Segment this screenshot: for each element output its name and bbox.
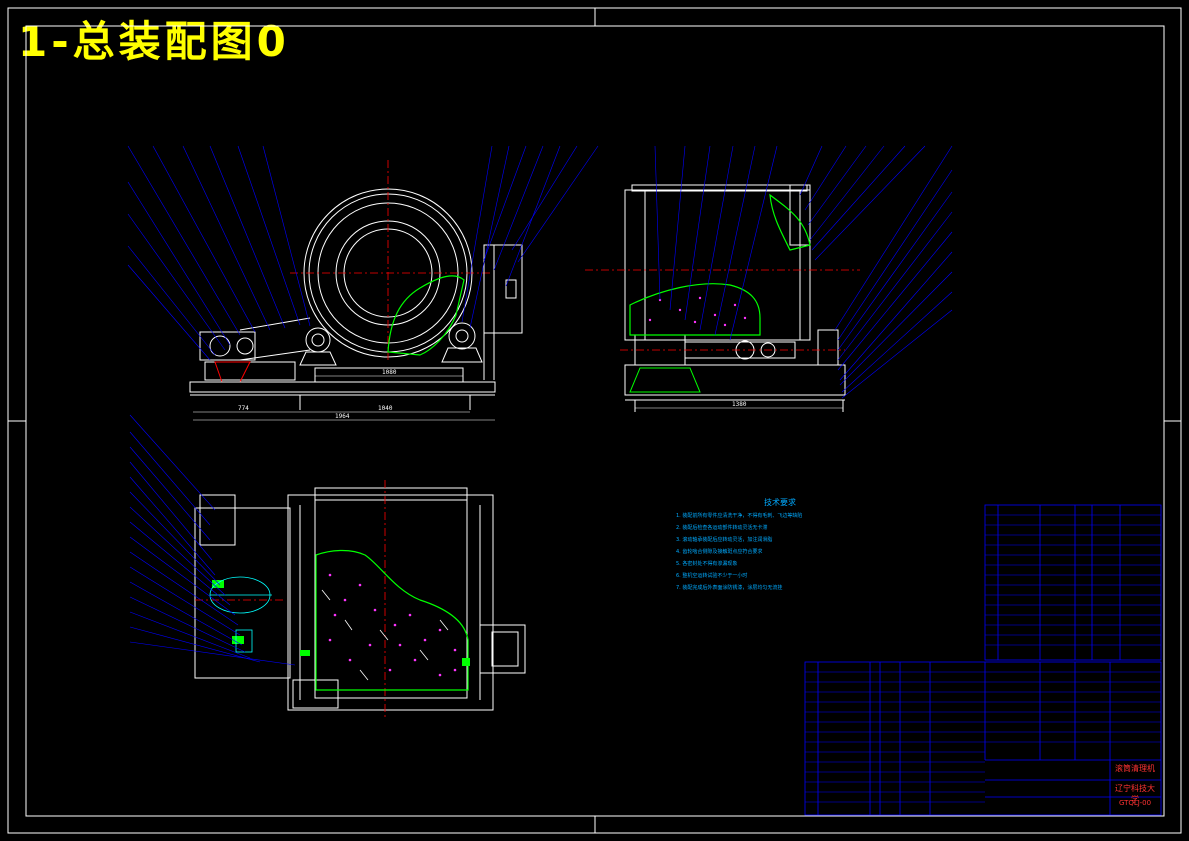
dim-front-overall: 1964 [335,413,350,420]
requirement-item: 3. 滚动轴承装配后应转动灵活，加注润滑脂 [676,537,773,543]
title-block-school: 辽宁科技大学 [1115,784,1155,804]
dim-side-overall: 1380 [732,401,747,408]
front-view: 774 1040 1964 1080 [127,145,599,421]
side-section [629,283,761,336]
drum-section [387,275,465,356]
top-leaders [129,414,296,666]
technical-requirements-heading: 技术要求 [764,498,796,507]
drawing-title: 1-总装配图0 [18,17,290,66]
requirement-item: 6. 整机空运转试验不少于一小时 [676,573,748,579]
inner-frame [25,25,1165,817]
dim-front-right: 1040 [378,405,393,412]
requirement-item: 4. 齿轮啮合侧隙及接触斑点应符合要求 [676,549,763,555]
requirement-item: 1. 装配前所有零件应清洗干净，不得有毛刺、飞边等缺陷 [676,513,803,519]
requirement-item: 2. 装配后检查各运动部件转动灵活无卡滞 [676,525,768,531]
requirement-item: 5. 各密封处不得有渗漏现象 [676,561,738,567]
top-view [129,414,526,720]
title-block-drawing-name: 滚筒清理机 [1115,764,1155,773]
top-section [315,549,469,691]
requirement-item: 7. 装配完成后外表面涂防锈漆，涂层均匀无流挂 [676,585,783,591]
side-leaders [654,145,953,399]
outer-frame [7,7,1182,834]
dim-front-left: 774 [238,405,249,412]
centering-marks [8,8,1181,833]
parts-list-rows [805,514,1161,803]
dim-front-inner: 1080 [382,369,397,376]
front-leaders [127,145,599,361]
parts-list [804,504,1162,816]
side-view: 1380 [585,145,953,412]
title-block-drawing-code: GTQLJ-00 [1118,799,1152,807]
technical-requirements-list: 1. 装配前所有零件应清洗干净，不得有毛刺、飞边等缺陷 2. 装配后检查各运动部… [676,510,936,594]
